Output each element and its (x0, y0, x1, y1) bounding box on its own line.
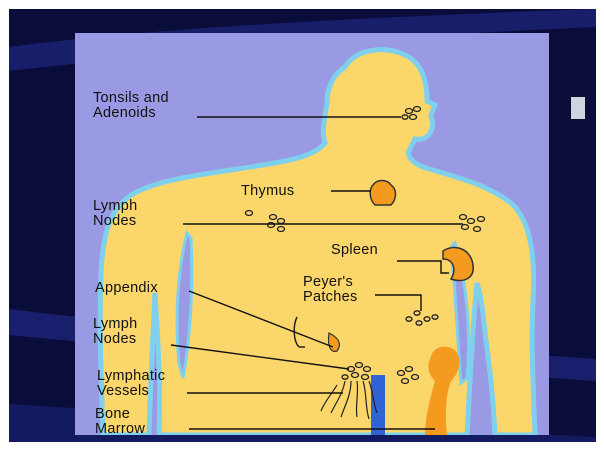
label-peyers-line1: Peyer's (303, 275, 358, 290)
label-tonsils-adenoids: Tonsils and Adenoids (93, 91, 169, 121)
label-tonsils-line2: Adenoids (93, 106, 169, 121)
label-lymph-upper-line1: Lymph (93, 199, 137, 214)
label-lymph-upper-line2: Nodes (93, 214, 137, 229)
label-lymph-nodes-upper: Lymph Nodes (93, 199, 137, 229)
label-lymphatic-vessels: Lymphatic Vessels (97, 369, 165, 399)
label-peyers-patches: Peyer's Patches (303, 275, 358, 305)
label-appendix-text: Appendix (95, 280, 158, 296)
label-tonsils-line1: Tonsils and (93, 91, 169, 106)
label-lymph-lower-line1: Lymph (93, 317, 137, 332)
label-thymus-text: Thymus (241, 183, 294, 199)
slide-background: Tonsils and Adenoids Thymus Lymph Nodes … (9, 9, 596, 442)
label-peyers-line2: Patches (303, 290, 358, 305)
label-lymphatic-line2: Vessels (97, 384, 165, 399)
label-bone-marrow: Bone Marrow (95, 407, 145, 435)
label-bone-line2: Marrow (95, 422, 145, 435)
label-lymph-lower-line2: Nodes (93, 332, 137, 347)
label-lymphatic-line1: Lymphatic (97, 369, 165, 384)
label-spleen-text: Spleen (331, 242, 378, 258)
label-bone-line1: Bone (95, 407, 145, 422)
diagram-panel: Tonsils and Adenoids Thymus Lymph Nodes … (75, 33, 549, 435)
label-lymph-nodes-lower: Lymph Nodes (93, 317, 137, 347)
label-thymus: Thymus (241, 184, 294, 199)
label-appendix: Appendix (95, 281, 158, 296)
leg-divider-blue (371, 375, 385, 435)
label-spleen: Spleen (331, 243, 378, 258)
slide-fragment-mark (571, 97, 585, 119)
